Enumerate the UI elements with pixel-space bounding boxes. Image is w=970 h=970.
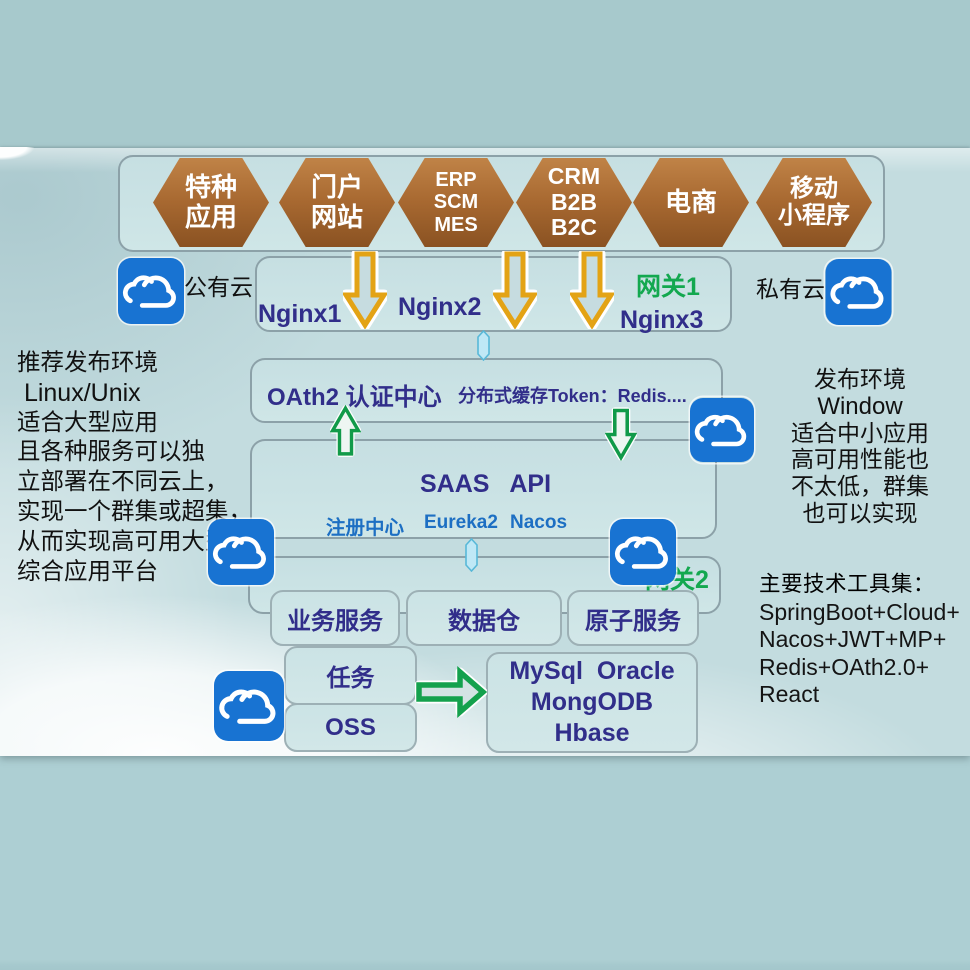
task-label: 任务 [326,665,375,692]
hexagon-label: ERP [435,168,477,191]
cloud-glyph [690,398,754,462]
cloud-icon-storage-left [214,671,284,741]
oauth-panel [250,358,723,423]
hexagon-portal-site: 门户网站 [279,158,395,247]
toolset-line: Nacos+JWT+MP+ [759,626,947,652]
hexagon-label: SCM [433,191,479,214]
toolset-line: Redis+OAth2.0+ [759,653,930,680]
cloud-icon-saas-right [610,519,676,585]
atomic-service-box: 原子服务 [567,590,699,646]
gateway1-label: 网关1 [636,273,700,301]
task-box: 任务 [284,646,417,705]
data-warehouse-label: 数据仓 [448,607,520,635]
hexagon-label: 网站 [310,201,363,232]
nginx3-label: Nginx3 [620,306,704,334]
private-cloud-label: 私有云 [756,277,825,302]
right-arrow-icon [415,665,487,719]
oauth-title: OAth2 认证中心 [267,384,442,411]
registry-label: 注册中心 [326,517,405,539]
left-note-line: 且各种服务可以独 [17,439,205,466]
down-arrow-icon [343,251,387,329]
right-note-line: 不太低，群集 [791,474,929,500]
right-note-line: Window [817,392,903,420]
left-note-line: 推荐发布环境 [17,350,158,376]
toolset-line: React [759,681,820,707]
toolset-note: 主要技术工具集： SpringBoot+Cloud+ Nacos+JWT+MP+… [759,571,960,709]
cloud-glyph [214,671,284,741]
database-label-line: MongODB [530,688,654,716]
toolset-title: 主要技术工具集： [759,572,936,596]
hexagon-mobile-miniapp: 移动小程序 [756,158,872,247]
down-arrow-green-icon [605,407,637,462]
nacos-label: Nacos [510,512,568,533]
private-cloud-icon [825,259,892,325]
cloud-glyph [208,519,274,585]
right-note-line: 发布环境 [814,367,906,392]
public-cloud-icon [118,258,184,324]
down-arrow-icon [570,251,614,329]
database-label-group: MySql Oracle MongODB Hbase [509,656,674,749]
hexagon-label: 小程序 [778,201,850,229]
right-note-line: 适合中小应用 [791,420,929,446]
atomic-service-label: 原子服务 [585,607,681,635]
hexagon-label: 特种 [184,172,237,203]
left-note-line: 从而实现高可用大型 [17,528,229,555]
hexagon-label-group: 电商 [664,186,717,217]
cloud-icon-saas-left [208,519,274,585]
oss-box: OSS [284,703,417,752]
toolset-line: SpringBoot+Cloud+ [759,598,960,625]
cloud-glyph [118,258,184,324]
hexagon-label-group: 特种应用 [185,173,237,231]
hexagon-label: B2C [550,214,597,241]
data-warehouse-box: 数据仓 [406,590,562,646]
hexagon-label: B2B [550,188,597,215]
cloud-glyph [610,519,676,585]
hexagon-label: 电商 [664,186,717,217]
right-note: 发布环境 Window 适合中小应用 高可用性能也 不太低，群集 也可以实现 [784,367,936,528]
eureka-label: Eureka2 [424,512,498,533]
public-cloud-label: 公有云 [184,275,253,300]
up-arrow-icon [330,404,361,457]
database-label-line: Hbase [554,719,630,747]
down-arrow-icon [493,251,537,329]
hexagon-label: CRM [547,162,601,189]
left-note-line: Linux/Unix [17,378,141,407]
hexagon-label: 移动 [790,174,838,202]
connector-nginx-oauth [477,330,490,361]
business-service-box: 业务服务 [270,590,400,646]
hexagon-special-apps: 特种应用 [153,158,269,247]
nginx1-label: Nginx1 [258,300,342,328]
cloud-glyph [825,259,892,325]
hexagon-ecommerce: 电商 [633,158,749,247]
left-note-line: 综合应用平台 [17,558,158,585]
cloud-icon-oauth-right [690,397,754,463]
right-note-line: 高可用性能也 [791,447,929,473]
database-label-line: MySql Oracle [509,657,675,685]
oss-label: OSS [325,713,376,741]
left-note: 推荐发布环境 Linux/Unix 适合大型应用 且各种服务可以独 立部署在不同… [17,349,252,587]
connector-saas-gateway2 [465,538,478,572]
hexagon-label: 应用 [184,201,237,232]
database-box: MySql Oracle MongODB Hbase [486,652,698,753]
hexagon-label: MES [434,213,478,236]
business-service-label: 业务服务 [287,607,383,635]
saas-title: SAAS API [420,470,552,498]
left-note-line: 适合大型应用 [17,409,158,436]
nginx2-label: Nginx2 [398,293,482,321]
hexagon-label-group: 门户网站 [311,173,363,231]
hexagon-label-group: 移动小程序 [778,174,850,230]
cache-note: 分布式缓存Token：Redis.... [458,386,687,406]
right-note-line: 也可以实现 [802,500,918,526]
hexagon-label: 门户 [310,172,363,203]
slide-corner-highlight [0,147,34,160]
left-note-line: 立部署在不同云上， [17,469,229,496]
left-note-line: 实现一个群集或超集， [17,498,252,525]
